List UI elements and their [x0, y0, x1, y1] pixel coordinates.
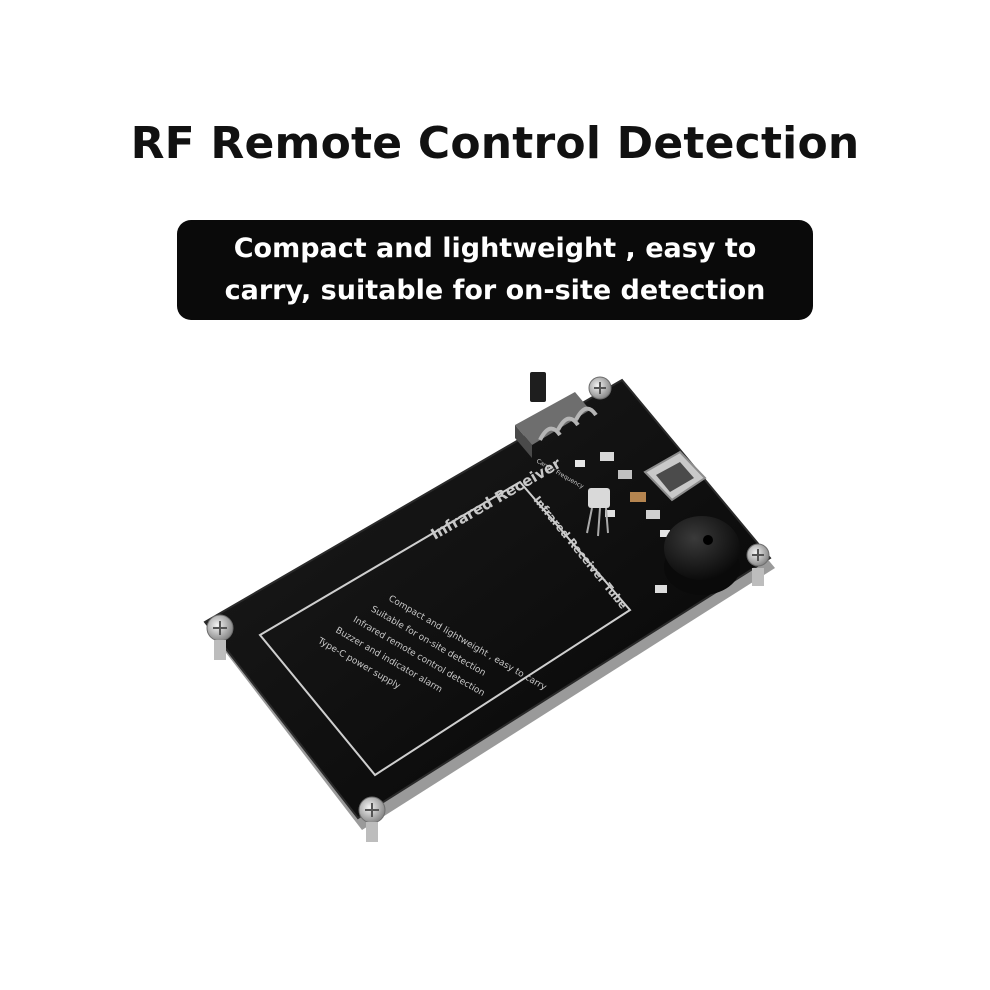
caption-line-1: Compact and lightweight , easy to — [233, 233, 757, 264]
slide-switch-icon — [515, 372, 598, 458]
screw-icon — [746, 543, 770, 567]
screw-icon — [358, 796, 386, 824]
smd-components — [575, 452, 670, 593]
standoff-foot — [214, 640, 226, 660]
silkscreen-frame — [258, 480, 632, 777]
screw-icon — [206, 614, 234, 642]
caption-banner: Compact and lightweight , easy to carry,… — [177, 220, 813, 320]
page-title: RF Remote Control Detection — [130, 118, 860, 169]
buzzer-icon — [664, 516, 740, 595]
screw-icon — [588, 376, 612, 400]
usb-c-port-icon — [643, 450, 707, 502]
standoff-foot — [752, 568, 764, 586]
pcb-board — [203, 378, 772, 820]
caption-line-2: carry, suitable for on-site detection — [224, 275, 766, 306]
standoff-foot — [366, 822, 378, 842]
ir-receiver-icon — [586, 488, 610, 537]
